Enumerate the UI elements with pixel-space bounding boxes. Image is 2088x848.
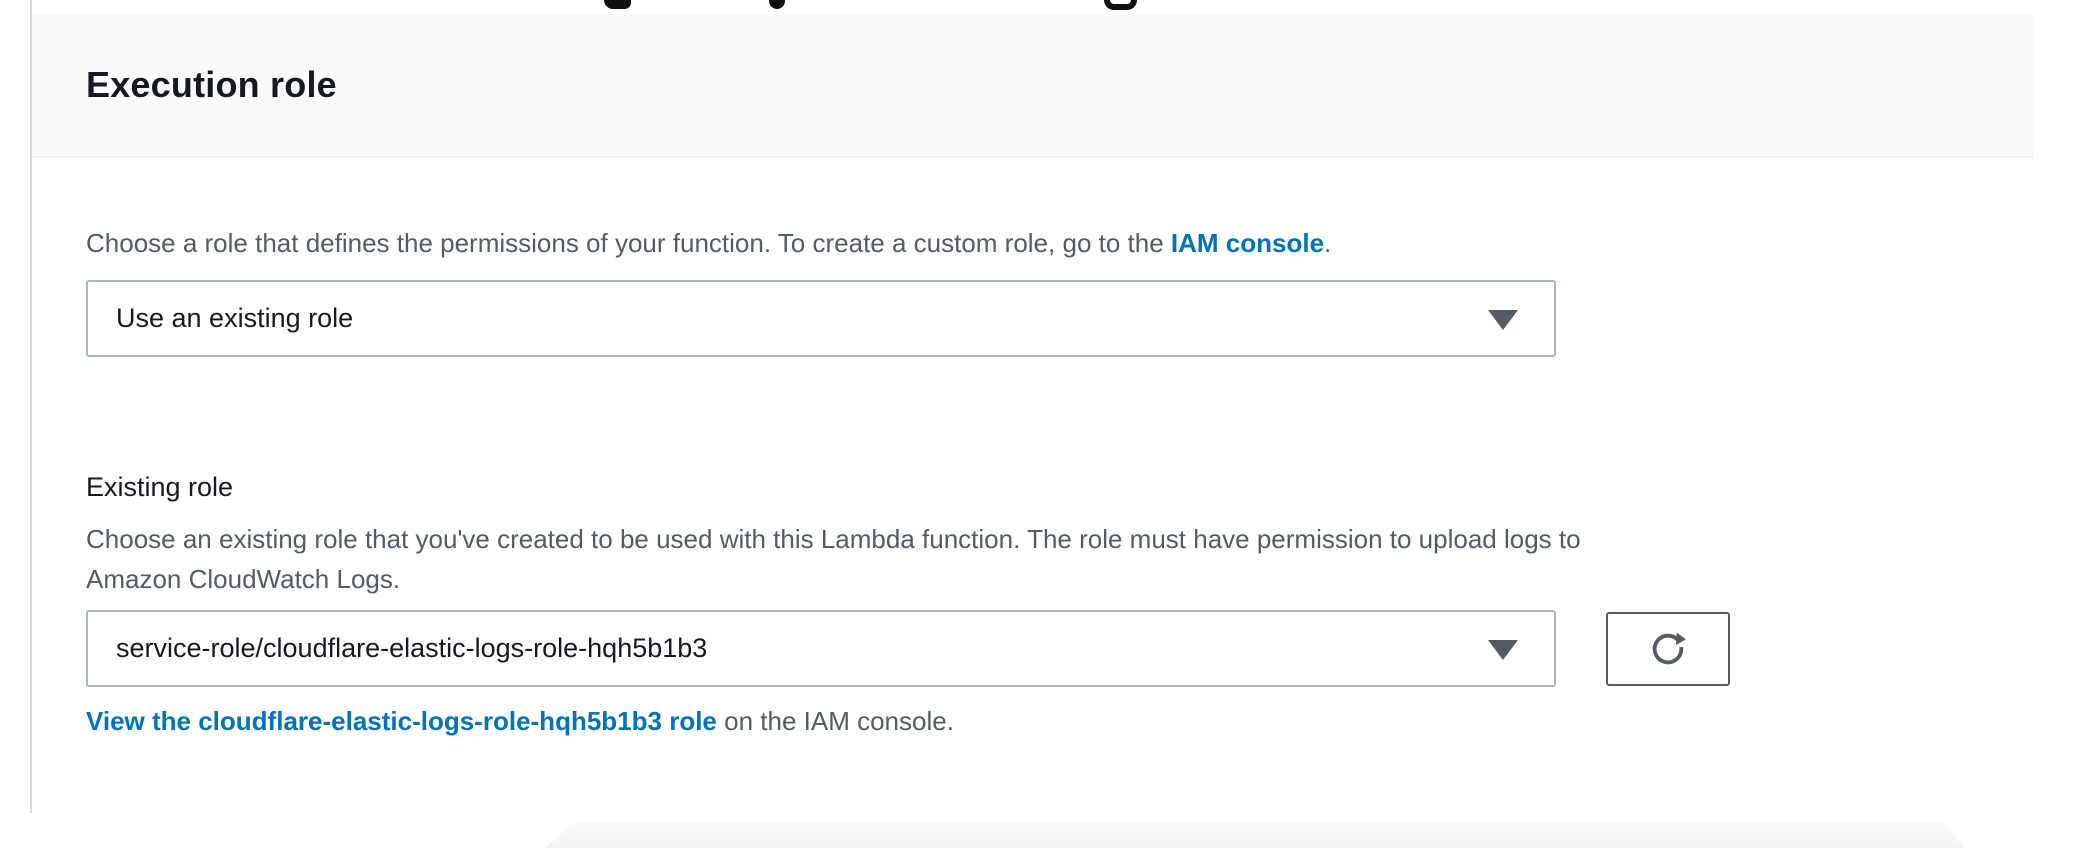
clipped-glyph-fragment <box>769 0 785 9</box>
panel-header: Execution role <box>32 14 2033 158</box>
next-panel-edge <box>545 822 1965 848</box>
existing-role-label: Existing role <box>86 472 234 502</box>
existing-role-description-line: Amazon CloudWatch Logs. <box>86 564 401 594</box>
view-role-link-suffix: on the IAM console. <box>716 706 954 736</box>
refresh-icon <box>1648 629 1688 669</box>
clipped-glyph-fragment <box>1104 0 1137 10</box>
existing-role-description: Choose an existing role that you've crea… <box>86 522 1581 602</box>
role-source-select[interactable]: Use an existing role <box>86 280 1556 357</box>
view-role-link-line: View the cloudflare-elastic-logs-role-hq… <box>86 704 954 738</box>
view-role-link[interactable]: View the cloudflare-elastic-logs-role-hq… <box>86 706 717 736</box>
role-source-description-period: . <box>1324 228 1332 258</box>
refresh-roles-button[interactable] <box>1606 612 1730 686</box>
panel-title: Execution role <box>86 64 337 105</box>
panel-left-border <box>30 0 32 813</box>
iam-console-link[interactable]: IAM console <box>1170 228 1325 258</box>
existing-role-select-value: service-role/cloudflare-elastic-logs-rol… <box>116 633 708 663</box>
clipped-glyph-fragment <box>604 0 631 9</box>
role-source-description-text: Choose a role that defines the permissio… <box>86 228 1171 258</box>
caret-down-icon <box>1488 639 1518 660</box>
existing-role-select[interactable]: service-role/cloudflare-elastic-logs-rol… <box>86 610 1556 687</box>
existing-role-description-line: Choose an existing role that you've crea… <box>86 524 1581 554</box>
role-source-description: Choose a role that defines the permissio… <box>86 226 1331 260</box>
role-source-select-value: Use an existing role <box>116 303 354 333</box>
caret-down-icon <box>1488 309 1518 330</box>
